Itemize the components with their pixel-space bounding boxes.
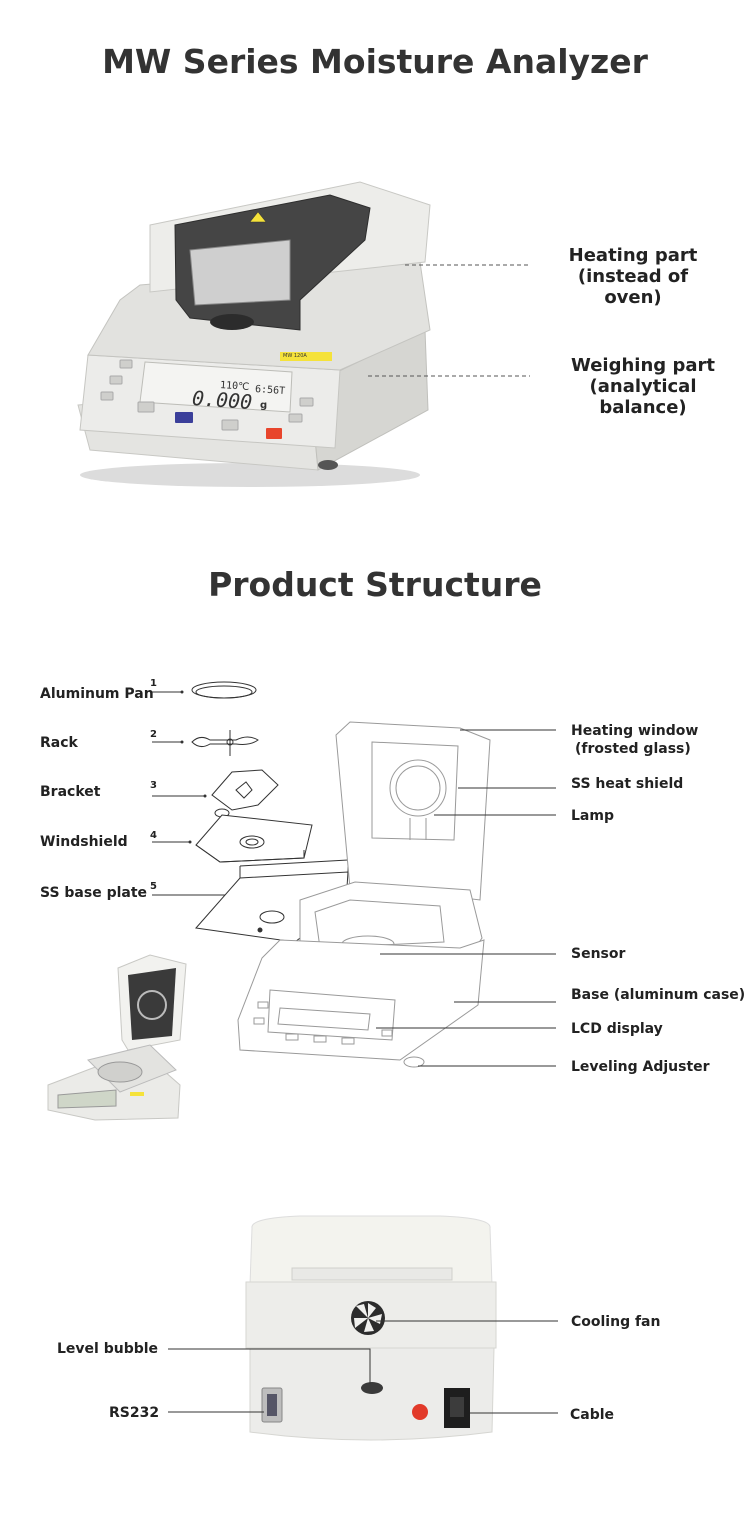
rear-view-photo <box>245 1215 497 1441</box>
heating-window-label: Heating window (frosted glass) <box>571 723 699 757</box>
base-label: Base (aluminum case) <box>571 987 746 1003</box>
heating-part-label: Heating part (instead of oven) <box>568 245 698 308</box>
rack-drawing <box>191 730 259 756</box>
part-label-5: SS base plate <box>40 885 148 901</box>
cooling-fan-label: Cooling fan <box>571 1314 661 1330</box>
part-num-3: 3 <box>150 780 157 791</box>
part-num-5: 5 <box>150 881 157 892</box>
leveling-label: Leveling Adjuster <box>571 1059 710 1075</box>
analyzer-line-drawing <box>237 721 491 1068</box>
part-num-4: 4 <box>150 830 157 841</box>
rs232-label: RS232 <box>109 1405 160 1421</box>
section-title-structure: Product Structure <box>208 565 542 604</box>
device-unit: g <box>260 400 268 411</box>
part-label-2: Rack <box>40 735 78 751</box>
aluminum-pan-drawing <box>191 681 257 699</box>
cable-label: Cable <box>570 1407 615 1423</box>
sensor-label: Sensor <box>571 946 626 962</box>
device-reading: 0.000 <box>191 385 253 415</box>
windshield-drawing <box>195 814 313 863</box>
device-time: 6:56T <box>254 383 286 398</box>
lamp-label: Lamp <box>571 808 614 824</box>
device-label-strip: MW 120A <box>283 353 307 359</box>
open-lid-photo <box>47 954 187 1121</box>
page-title: MW Series Moisture Analyzer <box>102 42 648 81</box>
part-label-1: Aluminum Pan <box>40 686 154 702</box>
part-num-1: 1 <box>150 678 157 689</box>
weighing-part-label: Weighing part (analytical balance) <box>571 355 715 418</box>
level-bubble-label: Level bubble <box>57 1341 159 1357</box>
part-label-3: Bracket <box>40 784 101 800</box>
part-num-2: 2 <box>150 729 157 740</box>
heat-shield-label: SS heat shield <box>571 776 684 792</box>
lcd-label: LCD display <box>571 1021 663 1037</box>
moisture-analyzer-photo <box>77 181 431 487</box>
part-label-4: Windshield <box>40 834 128 850</box>
bracket-drawing <box>211 769 279 818</box>
